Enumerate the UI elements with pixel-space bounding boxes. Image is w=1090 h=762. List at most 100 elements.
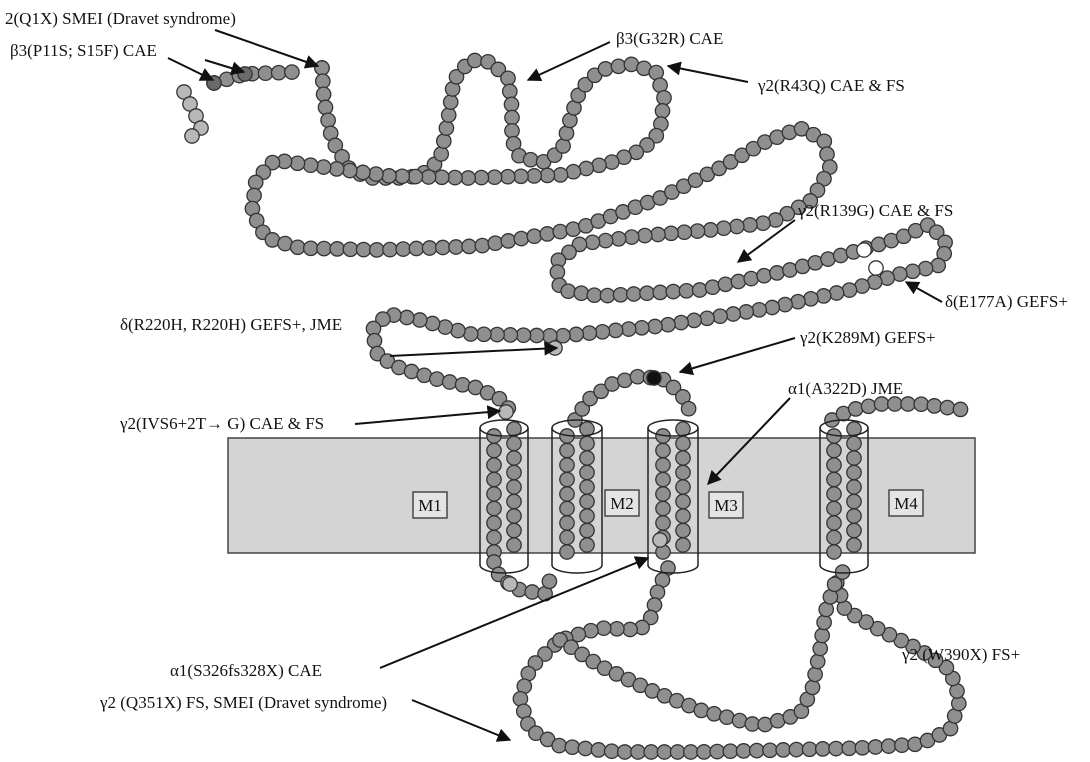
label-s326fs: α1(S326fs328X) CAE bbox=[170, 661, 322, 680]
amino-acid-bead bbox=[842, 741, 856, 755]
segment-label-m1: M1 bbox=[413, 492, 447, 518]
amino-acid-bead bbox=[580, 465, 594, 479]
amino-acid-bead bbox=[625, 230, 639, 244]
amino-acid-bead bbox=[249, 175, 263, 189]
amino-acid-bead bbox=[827, 458, 841, 472]
amino-acid-bead bbox=[356, 242, 370, 256]
amino-acid-bead bbox=[580, 538, 594, 552]
amino-acid-bead bbox=[927, 399, 941, 413]
amino-acid-bead bbox=[650, 585, 664, 599]
amino-acid-bead bbox=[882, 739, 896, 753]
amino-acid-bead bbox=[436, 240, 450, 254]
svg-text:M2: M2 bbox=[610, 494, 634, 513]
amino-acid-bead bbox=[507, 465, 521, 479]
amino-acid-bead bbox=[874, 397, 888, 411]
amino-acid-bead bbox=[507, 538, 521, 552]
amino-acid-bead bbox=[272, 66, 286, 80]
label-r43q: γ2(R43Q) CAE & FS bbox=[757, 76, 905, 95]
amino-acid-bead bbox=[580, 480, 594, 494]
amino-acid-bead bbox=[560, 501, 574, 515]
amino-acid-bead bbox=[395, 169, 409, 183]
amino-acid-bead bbox=[687, 313, 701, 327]
arrow-ivs6 bbox=[355, 411, 500, 424]
amino-acid-bead bbox=[940, 400, 954, 414]
amino-acid-bead bbox=[744, 271, 758, 285]
amino-acid-bead bbox=[600, 288, 614, 302]
amino-acid-bead bbox=[304, 241, 318, 255]
amino-acid-bead bbox=[756, 216, 770, 230]
amino-acid-bead bbox=[369, 167, 383, 181]
amino-acid-bead bbox=[770, 266, 784, 280]
amino-acid-bead bbox=[507, 480, 521, 494]
label-q351x: γ2 (Q351X) FS, SMEI (Dravet syndrome) bbox=[99, 693, 387, 712]
amino-acid-bead bbox=[343, 242, 357, 256]
amino-acid-bead bbox=[422, 241, 436, 255]
arrow-q1x bbox=[215, 30, 318, 66]
amino-acid-bead bbox=[817, 615, 831, 629]
amino-acid-bead bbox=[408, 169, 422, 183]
amino-acid-bead bbox=[789, 742, 803, 756]
amino-acid-bead bbox=[507, 509, 521, 523]
amino-acid-bead bbox=[726, 307, 740, 321]
amino-acid-bead bbox=[608, 323, 622, 337]
amino-acid-bead bbox=[640, 286, 654, 300]
amino-acid-bead bbox=[674, 315, 688, 329]
amino-acid-bead bbox=[653, 533, 667, 547]
amino-acid-bead bbox=[817, 289, 831, 303]
amino-acid-bead bbox=[647, 371, 661, 385]
amino-acid-bead bbox=[802, 742, 816, 756]
amino-acid-bead bbox=[579, 161, 593, 175]
amino-acid-bead bbox=[396, 242, 410, 256]
amino-acid-bead bbox=[527, 169, 541, 183]
arrow-q351x bbox=[412, 700, 510, 740]
amino-acid-bead bbox=[560, 472, 574, 486]
amino-acid-bead bbox=[664, 226, 678, 240]
amino-acid-bead bbox=[656, 501, 670, 515]
amino-acid-bead bbox=[847, 538, 861, 552]
amino-acid-bead bbox=[743, 218, 757, 232]
amino-acid-bead bbox=[847, 480, 861, 494]
amino-acid-bead bbox=[303, 158, 317, 172]
amino-acid-bead bbox=[582, 326, 596, 340]
label-r139g: γ2(R139G) CAE & FS bbox=[797, 201, 953, 220]
amino-acid-bead bbox=[413, 313, 427, 327]
amino-acid-bead bbox=[731, 274, 745, 288]
amino-acid-bead bbox=[435, 170, 449, 184]
amino-acid-bead bbox=[861, 399, 875, 413]
amino-acid-bead bbox=[750, 743, 764, 757]
amino-acid-bead bbox=[676, 436, 690, 450]
amino-acid-bead bbox=[657, 745, 671, 759]
amino-acid-bead bbox=[370, 243, 384, 257]
arrow-p11s-b bbox=[205, 60, 244, 72]
label-p11s: β3(P11S; S15F) CAE bbox=[10, 41, 157, 60]
amino-acid-bead bbox=[507, 451, 521, 465]
amino-acid-bead bbox=[356, 165, 370, 179]
amino-acid-bead bbox=[449, 240, 463, 254]
amino-acid-bead bbox=[710, 744, 724, 758]
label-w390x: γ2 (W390X) FS+ bbox=[901, 645, 1020, 664]
amino-acid-bead bbox=[635, 321, 649, 335]
amino-acid-bead bbox=[560, 458, 574, 472]
amino-acid-chain bbox=[177, 53, 968, 759]
amino-acid-bead bbox=[455, 378, 469, 392]
amino-acid-bead bbox=[330, 162, 344, 176]
amino-acid-bead bbox=[444, 95, 458, 109]
amino-acid-bead bbox=[487, 472, 501, 486]
amino-acid-bead bbox=[487, 443, 501, 457]
label-k289m: γ2(K289M) GEFS+ bbox=[799, 328, 936, 347]
svg-text:M3: M3 bbox=[714, 496, 738, 515]
amino-acid-bead bbox=[857, 243, 871, 257]
amino-acid-bead bbox=[653, 285, 667, 299]
amino-acid-bead bbox=[736, 744, 750, 758]
amino-acid-bead bbox=[464, 327, 478, 341]
amino-acid-bead bbox=[367, 334, 381, 348]
amino-acid-bead bbox=[820, 147, 834, 161]
amino-acid-bead bbox=[847, 436, 861, 450]
amino-acid-bead bbox=[613, 288, 627, 302]
amino-acid-bead bbox=[717, 221, 731, 235]
amino-acid-bead bbox=[315, 61, 329, 75]
amino-acid-bead bbox=[676, 451, 690, 465]
amino-acid-bead bbox=[585, 235, 599, 249]
amino-acid-bead bbox=[409, 241, 423, 255]
amino-acid-bead bbox=[505, 110, 519, 124]
